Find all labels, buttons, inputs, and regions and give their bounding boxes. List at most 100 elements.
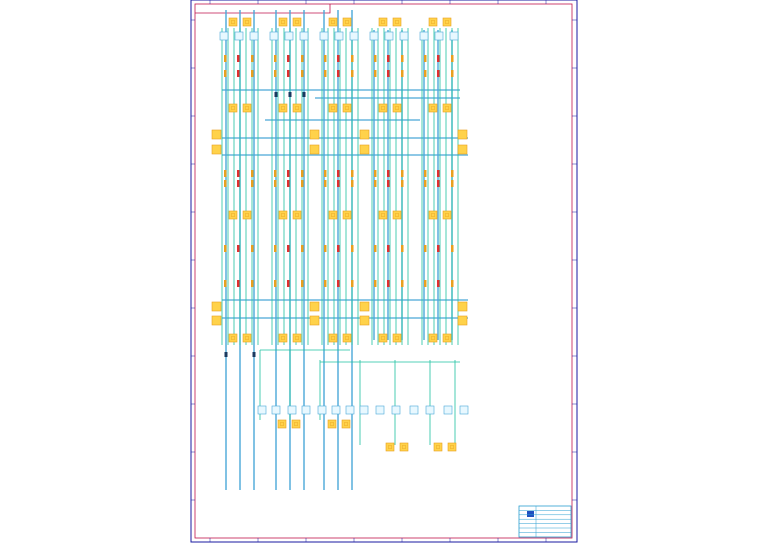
component [428,103,438,113]
passive-marker [374,55,377,62]
connector [211,129,222,140]
outer-border [190,0,578,543]
passive-marker [387,245,390,252]
component [428,17,438,27]
passive-marker [274,55,277,62]
connector [359,144,370,155]
passive-marker [324,280,327,287]
component [342,103,352,113]
passive-marker [437,55,440,62]
passive-marker [374,170,377,177]
passive-marker [224,170,227,177]
component-core [295,213,299,217]
connector [211,301,222,312]
component-core [388,445,392,449]
component [342,17,352,27]
connector [359,301,370,312]
passive-markers [224,55,454,357]
component-core [345,336,349,340]
passive-marker [451,245,454,252]
sub-component [257,405,267,415]
passive-marker [324,245,327,252]
passive-marker [424,180,427,187]
connector [211,315,222,326]
passive-marker [337,245,340,252]
component-core [331,213,335,217]
passive-marker [451,170,454,177]
connector [309,144,320,155]
passive-marker [387,280,390,287]
component [428,333,438,343]
component-core [381,336,385,340]
passive-marker [251,245,254,252]
passive-marker [251,180,254,187]
bus-terminator [302,92,306,97]
passive-marker [374,180,377,187]
sub-component [249,31,259,41]
horizontal-buses [222,89,468,319]
passive-marker [324,170,327,177]
passive-marker [251,280,254,287]
component-core [381,213,385,217]
component [442,333,452,343]
component [278,333,288,343]
passive-marker [287,280,290,287]
passive-marker [387,180,390,187]
sub-component [269,31,279,41]
component-core [345,106,349,110]
title-block [191,0,577,542]
component-core [381,20,385,24]
passive-marker [337,55,340,62]
component-core [294,422,298,426]
component [442,103,452,113]
passive-marker [437,245,440,252]
component-core [436,445,440,449]
component [442,210,452,220]
bus-terminator [224,352,228,357]
sub-component [399,31,409,41]
passive-marker [387,170,390,177]
passive-marker [287,180,290,187]
passive-marker [424,55,427,62]
passive-marker [437,280,440,287]
passive-marker [424,280,427,287]
component [228,333,238,343]
component [378,333,388,343]
component [292,210,302,220]
passive-marker [251,70,254,77]
passive-marker [237,245,240,252]
component-core [395,106,399,110]
component [433,442,443,452]
passive-marker [301,55,304,62]
connector [457,144,468,155]
sub-component [449,31,459,41]
passive-marker [287,245,290,252]
passive-marker [251,170,254,177]
passive-marker [324,180,327,187]
component [292,333,302,343]
component [442,17,452,27]
component [328,210,338,220]
component [447,442,457,452]
sub-component [317,405,327,415]
component-core [445,213,449,217]
passive-marker [237,170,240,177]
component-core [281,336,285,340]
component [278,210,288,220]
component-core [245,213,249,217]
passive-marker [451,180,454,187]
sub-component [384,31,394,41]
passive-marker [224,180,227,187]
passive-marker [374,280,377,287]
component [242,17,252,27]
sub-component [331,405,341,415]
sub-component [345,405,355,415]
passive-marker [274,280,277,287]
sub-component [287,405,297,415]
passive-marker [424,70,427,77]
passive-marker [437,170,440,177]
connector [309,301,320,312]
connector [457,315,468,326]
component-core [295,20,299,24]
passive-marker [451,55,454,62]
